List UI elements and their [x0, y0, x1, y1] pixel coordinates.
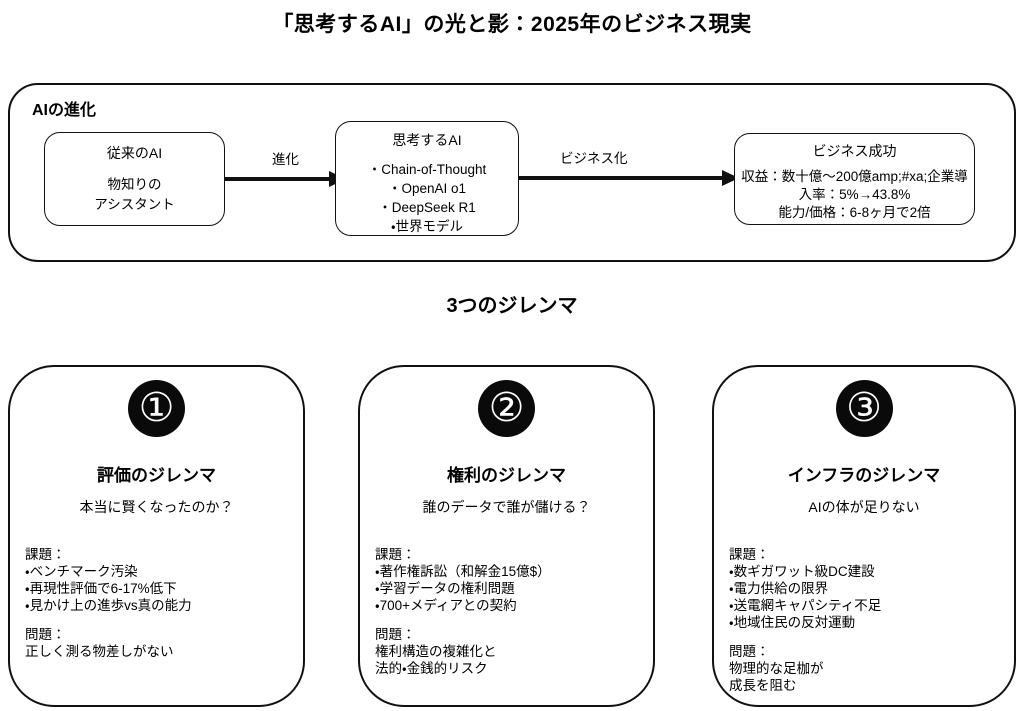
challenge-item: ・ベンチマーク汚染: [25, 564, 138, 579]
challenges-block: 課題： ・数ギガワット級DC建設 ・電力供給の限界 ・送電網キャパシティ不足 ・…: [729, 546, 1002, 631]
challenges-block: 課題： ・著作権訴訟（和解金15億$） ・学習データの権利問題 ・700+メディ…: [375, 546, 641, 614]
flow-node-thinking-ai: 思考するAI ・Chain-of-Thought ・OpenAI o1 ・Dee…: [335, 121, 519, 236]
card-title: インフラのジレンマ: [787, 466, 941, 485]
challenges-label: 課題：: [375, 547, 416, 562]
node-line: 物知りの: [107, 177, 162, 192]
problem-line: 成長を阻む: [729, 678, 797, 693]
page-title: 「思考するAI」の光と影：2025年のビジネス現実: [272, 13, 752, 36]
challenge-item: ・学習データの権利問題: [375, 581, 515, 596]
node-line: アシスタント: [94, 197, 175, 212]
node-line: 能力/価格：6-8ヶ月で2倍: [778, 205, 931, 220]
arrow-line: [225, 177, 331, 181]
dilemma-card-infrastructure: ③ インフラのジレンマ AIの体が足りない 課題： ・数ギガワット級DC建設 ・…: [712, 365, 1016, 707]
node-line: ・DeepSeek R1: [378, 200, 476, 215]
number-badge-1: ①: [128, 380, 185, 437]
number-badge-3: ③: [835, 380, 893, 437]
flow-node-traditional-ai: 従来のAI 物知りの アシスタント: [44, 132, 225, 226]
card-subtitle: AIの体が足りない: [808, 499, 920, 515]
problem-line: 正しく測る物差しがない: [25, 644, 174, 659]
challenge-item: ・電力供給の限界: [729, 581, 829, 596]
problem-block: 問題： 権利構造の複雑化と 法的・金銭的リスク: [375, 626, 641, 677]
number-badge-2: ②: [478, 380, 535, 437]
challenge-item: ・700+メディアとの契約: [375, 598, 517, 613]
node-body: 物知りの アシスタント: [45, 175, 224, 215]
challenges-label: 課題：: [25, 547, 66, 562]
dilemma-card-evaluation: ① 評価のジレンマ 本当に賢くなったのか？ 課題： ・ベンチマーク汚染 ・再現性…: [8, 365, 305, 707]
problem-line: 物理的な足枷が: [729, 661, 824, 676]
problem-line: 権利構造の複雑化と: [375, 644, 497, 659]
arrow-line: [519, 176, 724, 180]
challenge-item: ・著作権訴訟（和解金15億$）: [375, 564, 551, 579]
flow-node-business-success: ビジネス成功 収益：数十億〜200億amp;#xa;企業導 入率：5%→43.8…: [734, 133, 975, 225]
problem-block: 問題： 正しく測る物差しがない: [25, 626, 291, 660]
ai-evolution-panel: AIの進化 従来のAI 物知りの アシスタント 進化 思考するAI ・Chain…: [8, 83, 1016, 262]
node-body: 収益：数十億〜200億amp;#xa;企業導 入率：5%→43.8% 能力/価格…: [735, 168, 974, 222]
businessization-arrow: ビジネス化: [519, 147, 739, 189]
node-body: ・Chain-of-Thought ・OpenAI o1 ・DeepSeek R…: [336, 160, 518, 236]
node-title: 思考するAI: [392, 132, 462, 148]
dilemmas-heading: 3つのジレンマ: [446, 295, 578, 317]
problem-block: 問題： 物理的な足枷が 成長を阻む: [729, 643, 1002, 694]
card-body: 課題： ・著作権訴訟（和解金15億$） ・学習データの権利問題 ・700+メディ…: [360, 546, 653, 677]
problem-line: 法的・金銭的リスク: [375, 661, 488, 676]
card-title: 権利のジレンマ: [447, 466, 566, 485]
problem-label: 問題：: [375, 627, 416, 642]
card-body: 課題： ・ベンチマーク汚染 ・再現性評価で6-17%低下 ・見かけ上の進歩vs真…: [10, 546, 303, 660]
evolution-arrow: 進化: [225, 148, 346, 190]
dilemma-card-rights: ② 権利のジレンマ 誰のデータで誰が儲ける？ 課題： ・著作権訴訟（和解金15億…: [358, 365, 655, 707]
challenges-block: 課題： ・ベンチマーク汚染 ・再現性評価で6-17%低下 ・見かけ上の進歩vs真…: [25, 546, 291, 614]
ai-evolution-label: AIの進化: [32, 102, 97, 119]
problem-label: 問題：: [729, 644, 770, 659]
challenge-item: ・送電網キャパシティ不足: [729, 598, 882, 613]
arrow-label: ビジネス化: [557, 147, 631, 167]
node-title: 従来のAI: [106, 145, 163, 161]
challenge-item: ・数ギガワット級DC建設: [729, 564, 875, 579]
card-subtitle: 本当に賢くなったのか？: [79, 499, 234, 515]
card-body: 課題： ・数ギガワット級DC建設 ・電力供給の限界 ・送電網キャパシティ不足 ・…: [714, 546, 1014, 694]
challenges-label: 課題：: [729, 547, 770, 562]
node-line: 収益：数十億〜200億amp;#xa;企業導: [741, 169, 968, 184]
node-line: ・Chain-of-Thought: [367, 162, 487, 177]
arrow-label: 進化: [269, 148, 302, 168]
card-subtitle: 誰のデータで誰が儲ける？: [422, 499, 591, 515]
challenge-item: ・再現性評価で6-17%低下: [25, 581, 177, 596]
node-line: ・OpenAI o1: [387, 181, 467, 196]
challenge-item: ・地域住民の反対運動: [729, 615, 856, 630]
card-title: 評価のジレンマ: [97, 466, 216, 485]
challenge-item: ・見かけ上の進歩vs真の能力: [25, 598, 192, 613]
problem-label: 問題：: [25, 627, 66, 642]
node-line: 入率：5%→43.8%: [798, 187, 911, 202]
node-title: ビジネス成功: [812, 143, 897, 159]
node-line: ・世界モデル: [390, 219, 464, 234]
